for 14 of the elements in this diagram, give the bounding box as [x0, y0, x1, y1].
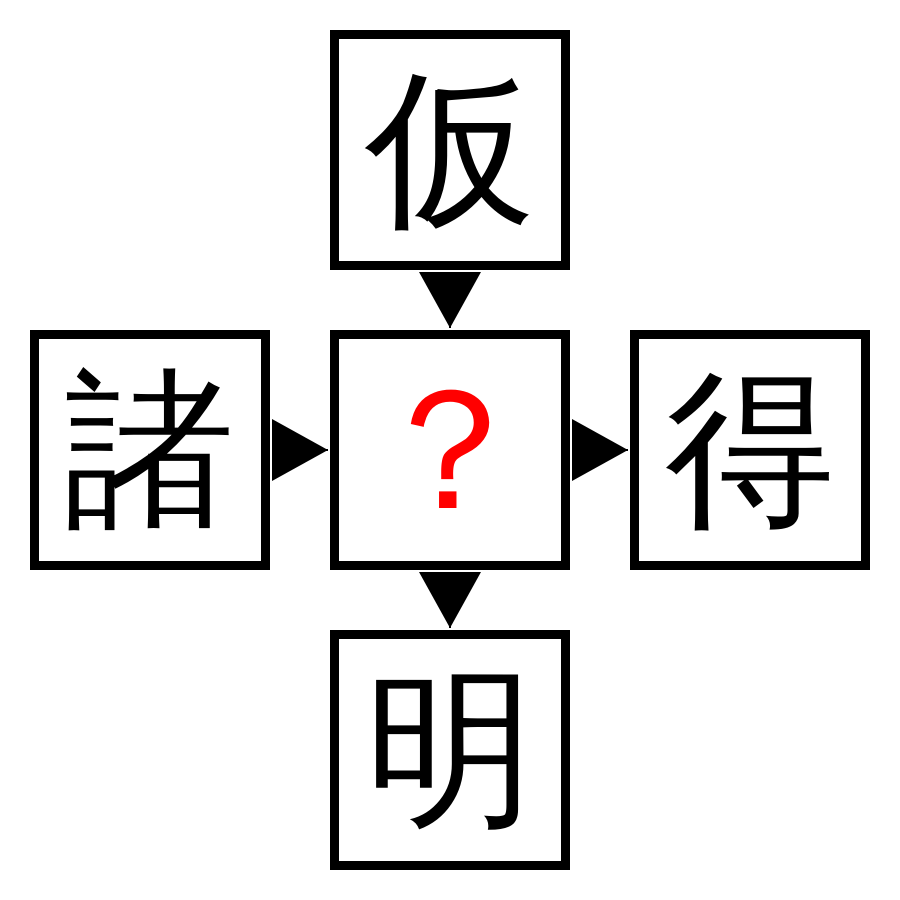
arrow [419, 572, 481, 628]
kanji-character: 得 [665, 365, 835, 535]
kanji-character: 諸 [65, 365, 235, 535]
arrow [272, 419, 328, 481]
kanji-character: 明 [365, 665, 535, 835]
kanji-character: 仮 [365, 65, 535, 235]
arrow [419, 272, 481, 328]
arrow [572, 419, 628, 481]
character-box [330, 330, 570, 570]
character-box [330, 30, 570, 270]
question-mark: ？ [365, 365, 535, 535]
character-box [330, 630, 570, 870]
character-box [630, 330, 870, 570]
character-box [30, 330, 270, 570]
